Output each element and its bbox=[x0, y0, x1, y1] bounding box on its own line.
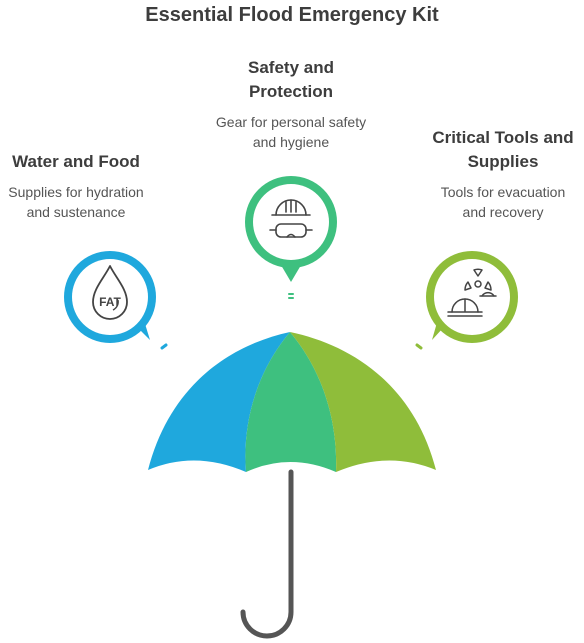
radiation-hard-hat-icon bbox=[447, 268, 497, 317]
tools-connector bbox=[415, 343, 423, 350]
water-connector bbox=[160, 343, 168, 350]
safety-protection-description-line-2: and hygiene bbox=[252, 134, 330, 150]
safety-connector bbox=[288, 293, 294, 299]
critical-tools-pin bbox=[426, 251, 518, 343]
umbrella-panel-tools bbox=[290, 332, 436, 472]
safety-protection-pin bbox=[245, 176, 337, 282]
umbrella-panel-safety bbox=[245, 332, 337, 472]
water-food-title: Water and Food bbox=[12, 152, 140, 171]
safety-protection-description-line-1: Gear for personal safety bbox=[215, 114, 367, 130]
critical-tools-card: Critical Tools and Supplies Tools for ev… bbox=[420, 126, 584, 222]
safety-protection-title-line-1: Safety and bbox=[248, 58, 334, 77]
water-food-description: Supplies for hydration and sustenance bbox=[0, 182, 152, 222]
page-title: Essential Flood Emergency Kit bbox=[145, 4, 439, 26]
critical-tools-description-line-2: and recovery bbox=[462, 204, 544, 220]
umbrella-panel-water bbox=[148, 332, 290, 472]
water-food-pin: FAT bbox=[64, 251, 156, 343]
water-food-description-line-2: and sustenance bbox=[26, 204, 126, 220]
water-drop-fat-icon: FAT bbox=[92, 265, 128, 320]
safety-protection-title-line-2: Protection bbox=[248, 82, 334, 101]
critical-tools-description-line-1: Tools for evacuation bbox=[440, 184, 566, 200]
water-food-description-line-1: Supplies for hydration bbox=[8, 184, 144, 200]
critical-tools-title-line-2: Supplies bbox=[467, 152, 539, 171]
water-food-card: Water and Food Supplies for hydration an… bbox=[0, 150, 152, 222]
critical-tools-description: Tools for evacuation and recovery bbox=[420, 182, 584, 222]
safety-protection-description: Gear for personal safety and hygiene bbox=[196, 112, 386, 152]
hard-hat-goggles-icon bbox=[269, 199, 313, 238]
safety-protection-card: Safety and Protection Gear for personal … bbox=[196, 56, 386, 152]
fat-label: FAT bbox=[99, 295, 121, 309]
critical-tools-title: Critical Tools and Supplies bbox=[420, 126, 584, 174]
critical-tools-title-line-1: Critical Tools and bbox=[432, 128, 574, 147]
umbrella-handle bbox=[240, 469, 294, 639]
safety-protection-title: Safety and Protection bbox=[196, 56, 386, 104]
